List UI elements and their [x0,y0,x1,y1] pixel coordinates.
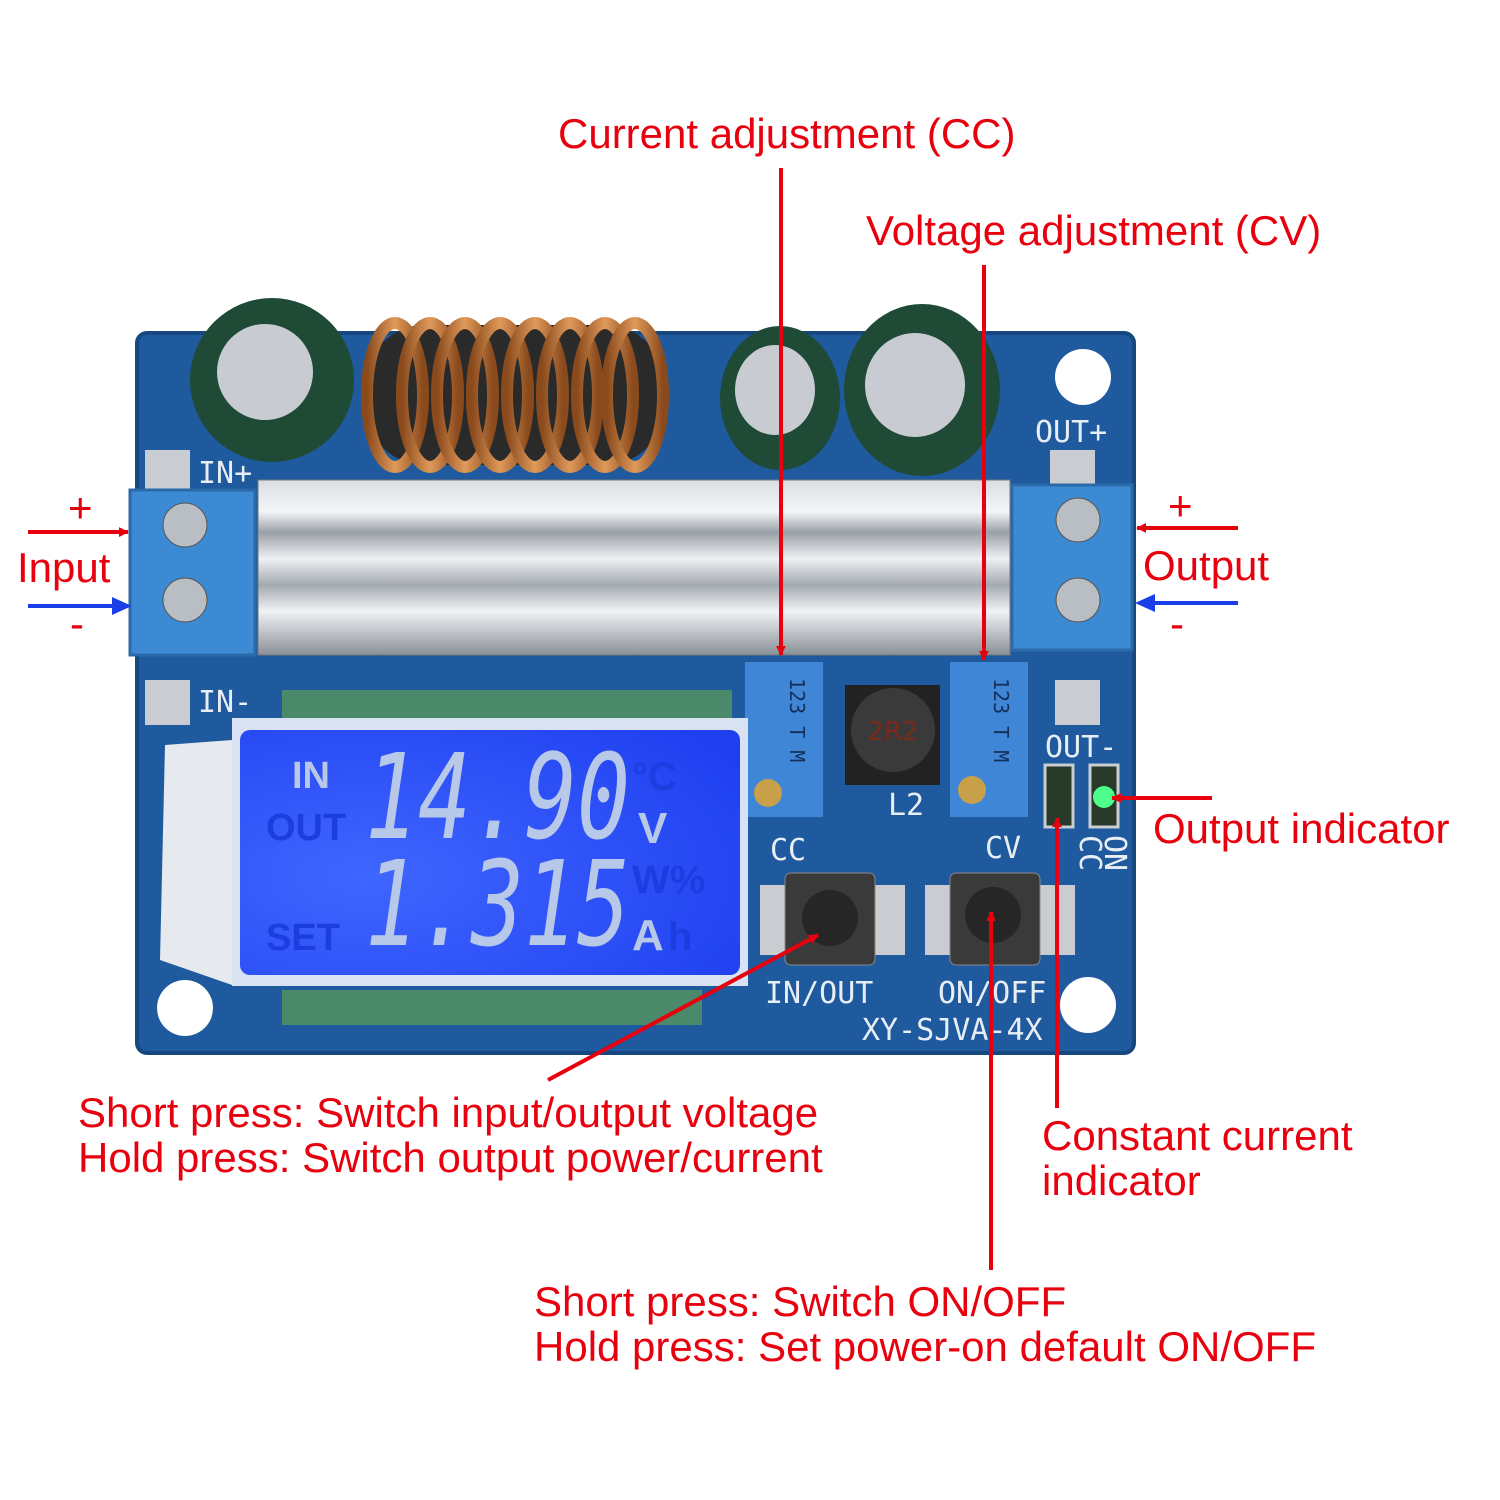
on-off-hold-press-label: Hold press: Set power-on default ON/OFF [534,1323,1316,1370]
silk-in-out: IN/OUT [765,976,873,1011]
mounting-hole [1060,977,1116,1033]
cc-indicator-led [1043,763,1075,829]
arrowhead-icon [112,597,132,615]
lcd-pins [282,690,732,1025]
heatsink [257,479,1011,656]
input-label: Input [17,544,111,591]
lcd-unit-v: V [638,804,668,853]
led-glow [1093,786,1115,808]
output-terminal-block [1010,483,1134,652]
screw-icon [1055,497,1101,543]
on-off-button[interactable] [925,872,1075,966]
silk-model: XY-SJVA-4X [862,1013,1043,1048]
silk-out-minus: OUT- [1045,730,1117,765]
lcd-backlight [160,740,232,985]
silk-l2: L2 [888,788,924,823]
screw-icon [1055,577,1101,623]
output-label: Output [1143,542,1269,589]
on-off-short-press-label: Short press: Switch ON/OFF [534,1278,1066,1325]
screw-icon [162,502,208,548]
silk-in-plus: IN+ [198,456,252,491]
lcd-mode-in: IN [292,755,330,797]
lcd-unit-h: h [668,915,692,959]
cv-potentiometer[interactable]: 123 T M [950,662,1028,817]
svg-text:123 T M: 123 T M [989,678,1013,762]
output-plus-label: + [1168,482,1193,529]
lcd-mode-out: OUT [266,807,346,849]
lcd-mode-set: SET [266,917,340,959]
svg-text:123 T M: 123 T M [785,678,809,762]
cc-indicator-label-2: indicator [1042,1157,1201,1204]
lcd-unit-c: °C [632,755,677,799]
screw-icon [162,577,208,623]
input-terminal-block [128,488,257,657]
output-indicator-label: Output indicator [1153,805,1450,852]
smd-inductor: 2R2 [845,685,940,785]
voltage-adjustment-label: Voltage adjustment (CV) [866,207,1321,254]
mounting-hole [157,980,213,1036]
silk-in-minus: IN- [198,685,252,720]
toroid-inductor [361,317,669,473]
lcd-unit-a: A [632,911,664,960]
lcd-display: IN OUT SET 14.90 1.315 °C V W% A h [232,718,748,986]
in-out-button[interactable] [760,872,905,966]
silk-cc: CC [770,833,806,868]
lcd-unit-w: W% [632,858,705,902]
output-minus-label: - [1170,600,1184,647]
input-plus-label: + [68,484,93,531]
silk-cv: CV [985,831,1021,866]
cc-potentiometer[interactable]: 123 T M [745,662,823,817]
in-out-hold-press-label: Hold press: Switch output power/current [78,1134,823,1181]
lcd-bottom-value: 1.315 [365,835,630,973]
pad [145,680,190,725]
in-out-short-press-label: Short press: Switch input/output voltage [78,1089,818,1136]
lcd-top-value: 14.90 [365,728,630,866]
silk-out-plus: OUT+ [1035,415,1107,450]
capacitor [190,298,354,462]
cc-indicator-label-1: Constant current [1042,1112,1353,1159]
pad [145,450,190,495]
mounting-hole [1055,349,1111,405]
capacitor [844,304,1000,476]
input-minus-label: - [70,600,84,647]
pad [1055,680,1100,725]
silk-led-on: ON [1097,835,1132,871]
current-adjustment-label: Current adjustment (CC) [558,110,1015,157]
silk-led-cc: CC [1072,835,1107,871]
in-out-button-arrow [547,933,819,1082]
arrowhead-icon [1135,594,1155,612]
annotation-arrows [28,168,1238,1270]
svg-text:2R2: 2R2 [867,717,918,747]
